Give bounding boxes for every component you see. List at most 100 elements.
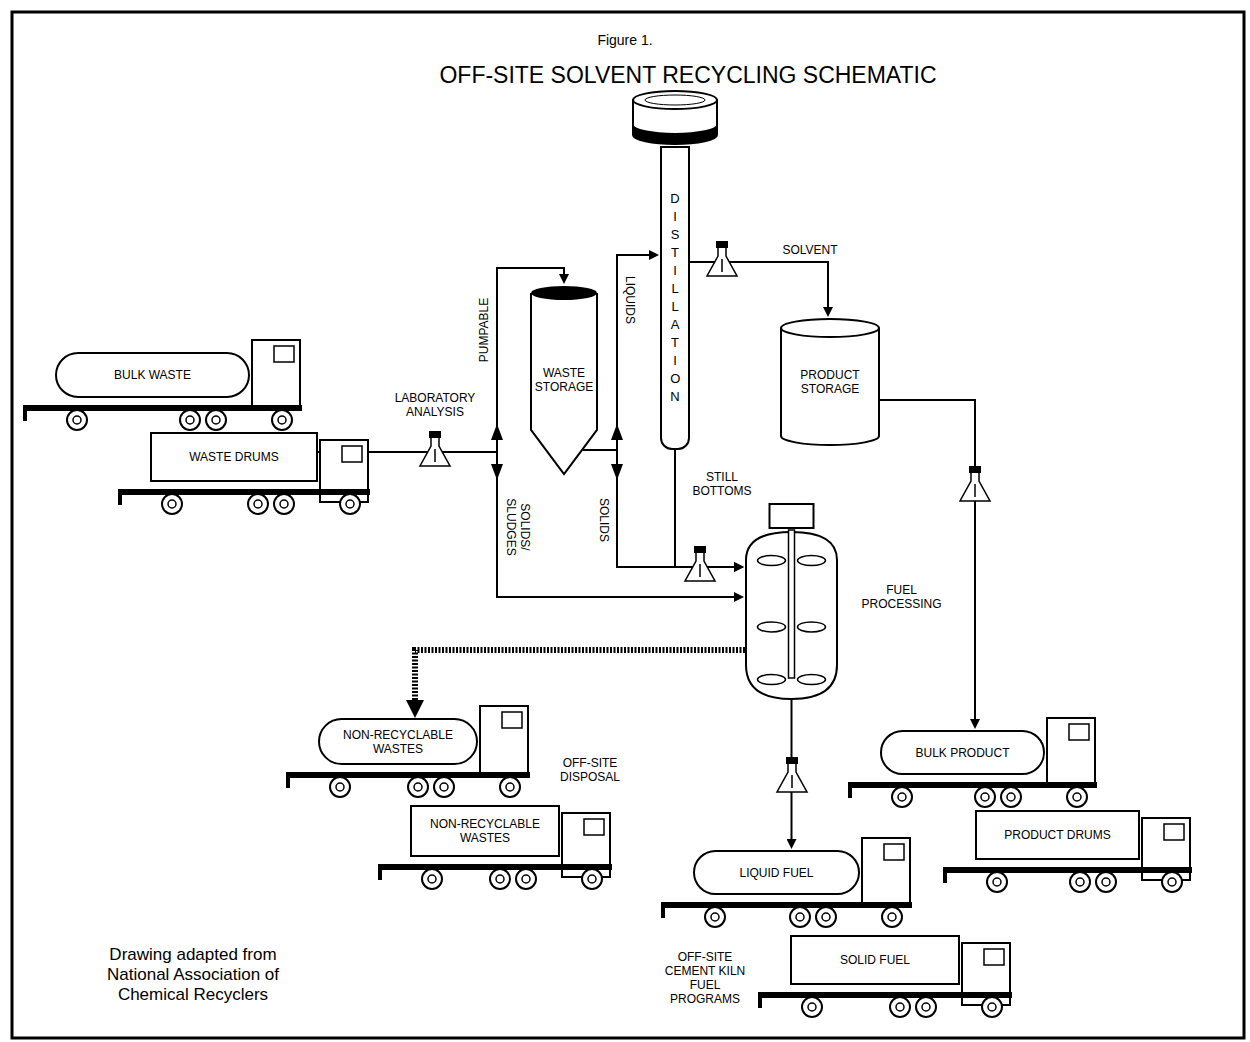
truck-bumper: [661, 902, 665, 918]
flow-label: SOLVENT: [780, 243, 839, 257]
wheel: [180, 410, 200, 430]
wheel: [790, 907, 810, 927]
wheel-hub: [73, 416, 81, 424]
junction-arrow: [611, 464, 623, 480]
truck-chassis: [120, 489, 370, 495]
wheel-hub: [822, 913, 830, 921]
flask-stopper: [716, 241, 728, 248]
silo-body: [531, 293, 597, 474]
flow-arrow: [675, 450, 734, 567]
truck-bumper: [118, 489, 122, 505]
wheel-hub: [428, 875, 436, 883]
flask-mark: [791, 775, 793, 788]
wheel: [330, 777, 350, 797]
wheel-hub: [896, 1003, 904, 1011]
wheel: [892, 787, 912, 807]
junction-arrow: [491, 424, 503, 440]
lab-flask: [777, 757, 807, 792]
drum-trailer: WASTE DRUMS: [150, 432, 318, 482]
flask-stopper: [694, 546, 706, 553]
flask-body: [960, 472, 990, 501]
node-label: PRODUCT STORAGE: [783, 368, 877, 396]
flow-label: SOLIDS: [597, 496, 611, 544]
label-holder: Drawing adapted from National Associatio…: [86, 945, 301, 1005]
wheel-hub: [212, 416, 220, 424]
wheel: [490, 869, 510, 889]
flow-arrow: [318, 268, 564, 452]
storage-silo: WASTE STORAGE: [530, 285, 598, 475]
wheel-hub: [278, 416, 286, 424]
drum-trailer: PRODUCT DRUMS: [975, 810, 1140, 860]
flask-stopper: [786, 757, 798, 764]
node-outline: [745, 530, 838, 700]
label-holder: OFF-SITE CEMENT KILN FUEL PROGRAMS: [655, 950, 755, 1006]
cab-window: [884, 844, 904, 860]
node-label: PRODUCT DRUMS: [1004, 828, 1110, 842]
truck-cab: [480, 706, 528, 777]
source-caption: Drawing adapted from National Associatio…: [86, 945, 301, 1005]
column-cap: [633, 91, 717, 144]
truck-chassis: [945, 867, 1192, 873]
wheel: [1162, 872, 1182, 892]
cab-window: [1069, 724, 1089, 740]
cap-top: [633, 91, 717, 109]
process-note: LABORATORY ANALYSIS: [389, 391, 481, 419]
wheel-hub: [796, 913, 804, 921]
truck-chassis: [760, 992, 1012, 998]
lab-flask: [960, 466, 990, 501]
flow-label: LIQUIDS: [623, 274, 637, 326]
page-border: [12, 12, 1244, 1038]
wheel: [1096, 872, 1116, 892]
flask-mark: [974, 484, 976, 497]
wheel: [422, 869, 442, 889]
node-label: SOLID FUEL: [840, 953, 910, 967]
wheel-hub: [711, 913, 719, 921]
wheel-hub: [1007, 793, 1015, 801]
label-holder: LIQUIDS: [623, 274, 637, 326]
wheel: [816, 907, 836, 927]
tank-trailer: BULK WASTE: [55, 352, 250, 398]
distillation-column: DISTILLATION: [660, 146, 690, 450]
destination-note: OFF-SITE DISPOSAL: [550, 756, 630, 784]
truck-chassis: [663, 902, 912, 908]
wheel: [916, 997, 936, 1017]
wheel: [582, 869, 602, 889]
destination-note: OFF-SITE CEMENT KILN FUEL PROGRAMS: [655, 950, 755, 1006]
truck-chassis: [288, 772, 530, 778]
wheel: [705, 907, 725, 927]
wheel: [1001, 787, 1021, 807]
truck: [286, 706, 530, 797]
wheel-hub: [414, 783, 422, 791]
impeller-blade: [758, 622, 786, 632]
node-label: FUEL PROCESSING: [857, 583, 947, 611]
wheel-hub: [522, 875, 530, 883]
wheel-hub: [1073, 793, 1081, 801]
flask-body: [707, 247, 737, 276]
diagram-title: OFF-SITE SOLVENT RECYCLING SCHEMATIC: [368, 61, 1008, 89]
wheel: [987, 872, 1007, 892]
wheel-hub: [993, 878, 1001, 886]
truck-bumper: [943, 867, 947, 883]
label-holder: SOLVENT: [780, 243, 839, 257]
lab-flask: [685, 546, 715, 581]
wheel: [1070, 872, 1090, 892]
wheel: [162, 494, 182, 514]
node-label: BULK WASTE: [114, 368, 191, 382]
label-holder: OFF-SITE DISPOSAL: [550, 756, 630, 784]
wheel-hub: [506, 783, 514, 791]
wheel: [206, 410, 226, 430]
disposal-flow: [415, 650, 745, 700]
wheel-hub: [496, 875, 504, 883]
junction-arrow: [611, 424, 623, 440]
cap-rim: [645, 95, 705, 105]
wheel-hub: [346, 500, 354, 508]
node-label: NON-RECYCLABLE WASTES: [423, 817, 547, 845]
wheel: [248, 494, 268, 514]
wheel: [1067, 787, 1087, 807]
truck-bumper: [848, 782, 852, 798]
wheel: [982, 997, 1002, 1017]
impeller-blade: [798, 675, 826, 685]
wheel-hub: [898, 793, 906, 801]
node-label: DISTILLATION: [670, 190, 680, 406]
truck-chassis: [25, 405, 302, 411]
